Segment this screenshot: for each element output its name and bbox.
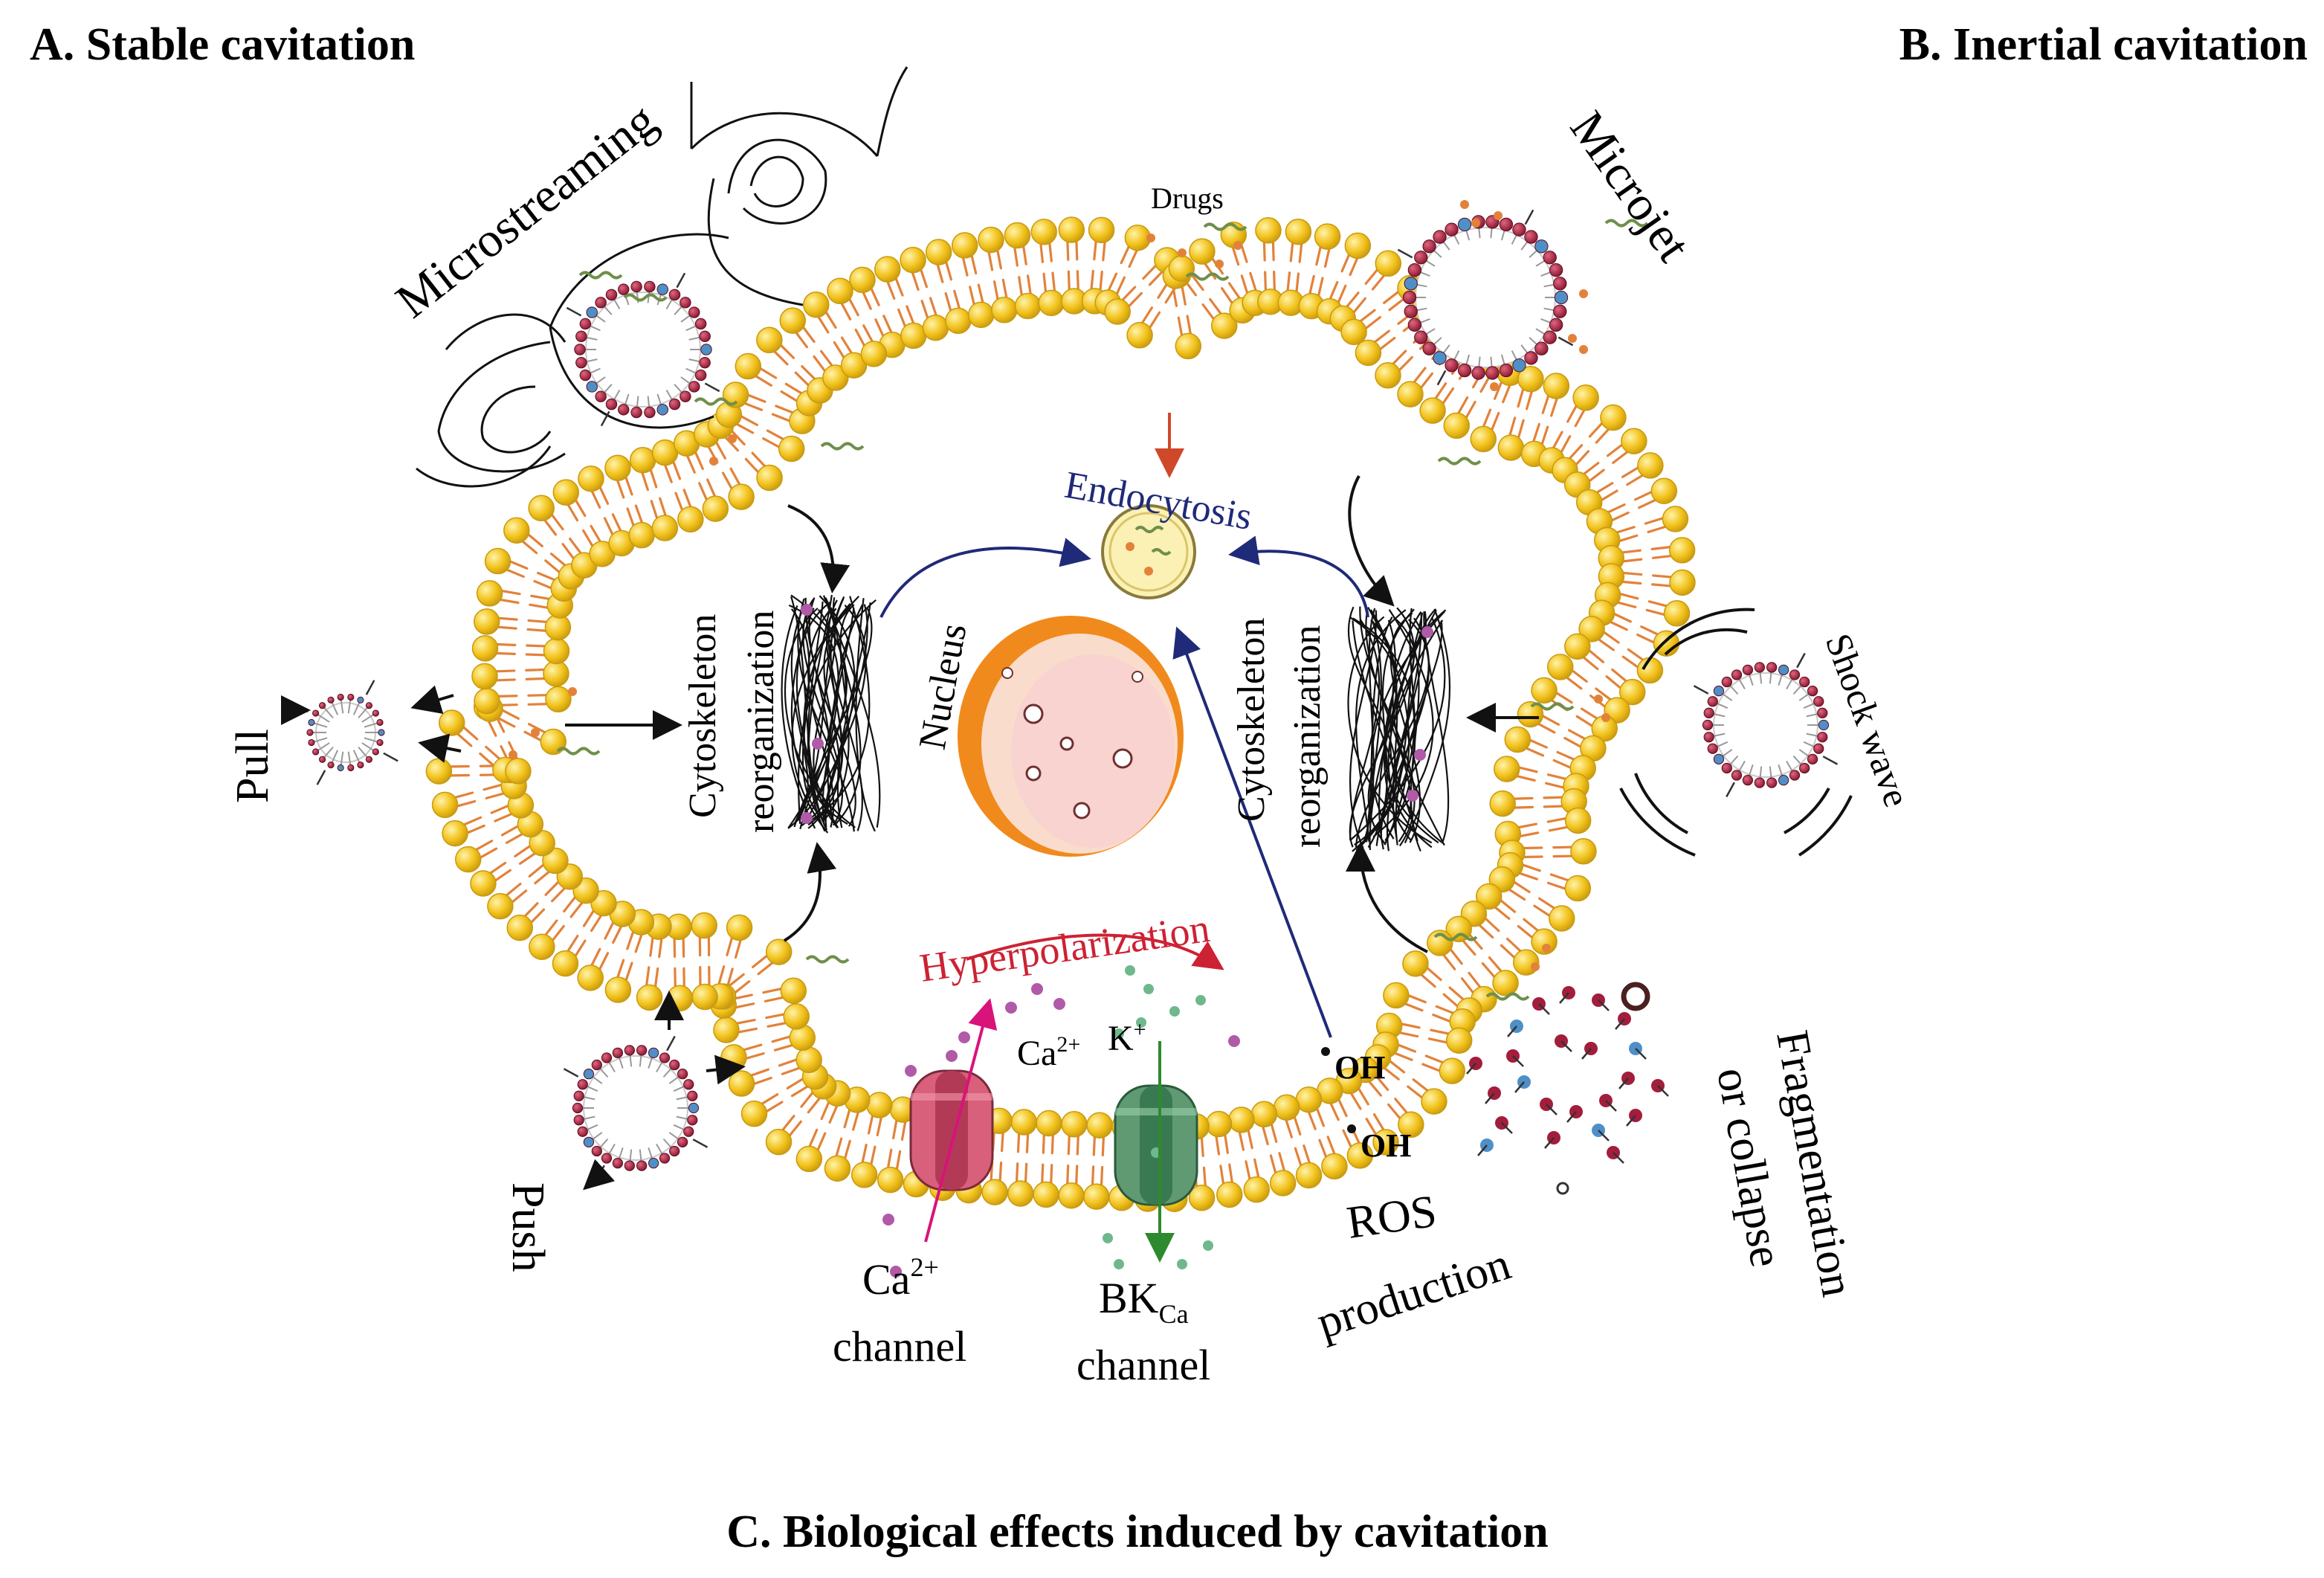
arrows — [281, 413, 1539, 1263]
label-production: production — [1311, 1239, 1516, 1349]
label-microjet: Microjet — [1560, 102, 1701, 271]
label-cytoskeleton-left: Cytoskeleton — [682, 614, 724, 818]
label-bk-channel-2: channel — [1077, 1341, 1210, 1389]
lipid-bilayer-icon — [425, 216, 1696, 1213]
bk-channel-icon — [1114, 1084, 1198, 1206]
label-drugs: Drugs — [1151, 181, 1224, 215]
microbubble-icon — [1693, 652, 1839, 798]
cytoskeleton-fibers-icon — [781, 594, 1451, 852]
microbubble-icon — [566, 272, 720, 427]
label-ca-channel: Ca2+ — [862, 1252, 939, 1304]
label-pull: Pull — [227, 729, 278, 803]
label-hyperpolarization: Hyperpolarization — [917, 906, 1212, 991]
label-cytoskeleton-right: Cytoskeleton — [1230, 618, 1273, 822]
label-oh-1: OH — [1334, 1049, 1385, 1086]
oh-dot — [1321, 1047, 1330, 1056]
microbubble-icon — [563, 1035, 709, 1181]
label-bk-channel: BKCa — [1099, 1274, 1189, 1329]
ca-channel-icon — [909, 1069, 994, 1191]
panel-b-title: B. Inertial cavitation — [1899, 19, 2308, 70]
fragmentation-debris — [1466, 982, 1669, 1195]
ions — [509, 200, 1649, 1278]
label-ca-ion: Ca2+ — [1017, 1032, 1080, 1073]
endosome-icon — [1101, 504, 1196, 599]
microbubble-icon — [293, 680, 398, 785]
streamline-icon — [416, 66, 908, 488]
label-k-ion: K+ — [1108, 1017, 1146, 1058]
label-push: Push — [503, 1182, 553, 1272]
oh-dot — [1347, 1124, 1356, 1133]
microbubble-icon — [1397, 209, 1574, 386]
nucleus-icon — [958, 616, 1184, 857]
label-ca-channel-2: channel — [833, 1322, 966, 1371]
label-reorganization-left: reorganization — [740, 611, 782, 833]
label-ros: ROS — [1343, 1186, 1439, 1249]
label-reorganization-right: reorganization — [1286, 625, 1329, 848]
shock-wave-icon — [1619, 608, 1853, 857]
panel-c-title: C. Biological effects induced by cavitat… — [726, 1507, 1549, 1557]
label-shock-wave: Shock wave — [1818, 628, 1919, 812]
panel-a-title: A. Stable cavitation — [30, 19, 415, 70]
label-oh-2: OH — [1360, 1127, 1411, 1164]
